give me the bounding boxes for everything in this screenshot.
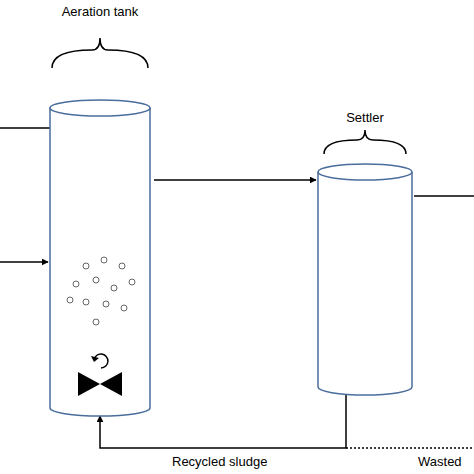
settler-tank: Settler [316,110,414,395]
air-bubble [129,279,135,285]
side-inlet-line [0,261,48,263]
flow-connector [154,179,316,181]
tank-label: Settler [344,110,386,125]
impeller-symbol [78,372,122,396]
settler-body [318,172,412,395]
bracket [52,38,148,68]
air-bubble [67,297,73,303]
flow-label: Recycled sludge [170,454,269,469]
air-bubble [93,277,99,283]
air-bubble [101,257,107,263]
tank-top [50,100,150,116]
air-bubble [121,305,127,311]
air-bubble [83,263,89,269]
air-bubble [119,263,125,269]
air-bubble [73,281,79,287]
cylinder-outline [46,4,154,416]
cylinder-outline [316,110,414,395]
air-bubble [103,301,109,307]
aeration-tank: Aeration tank [46,4,154,416]
mixing-arrow [94,354,108,368]
air-bubble [93,319,99,325]
tank-label: Aeration tank [60,4,141,19]
bracket [324,130,406,154]
tank-body [50,108,150,416]
stream-label: Wasted [416,454,464,469]
effluent-line [414,195,474,197]
air-bubble [111,285,117,291]
mixing-arrowhead [91,356,99,362]
wasted-line [346,447,474,449]
air-bubble [83,299,89,305]
settler-top [318,164,412,180]
